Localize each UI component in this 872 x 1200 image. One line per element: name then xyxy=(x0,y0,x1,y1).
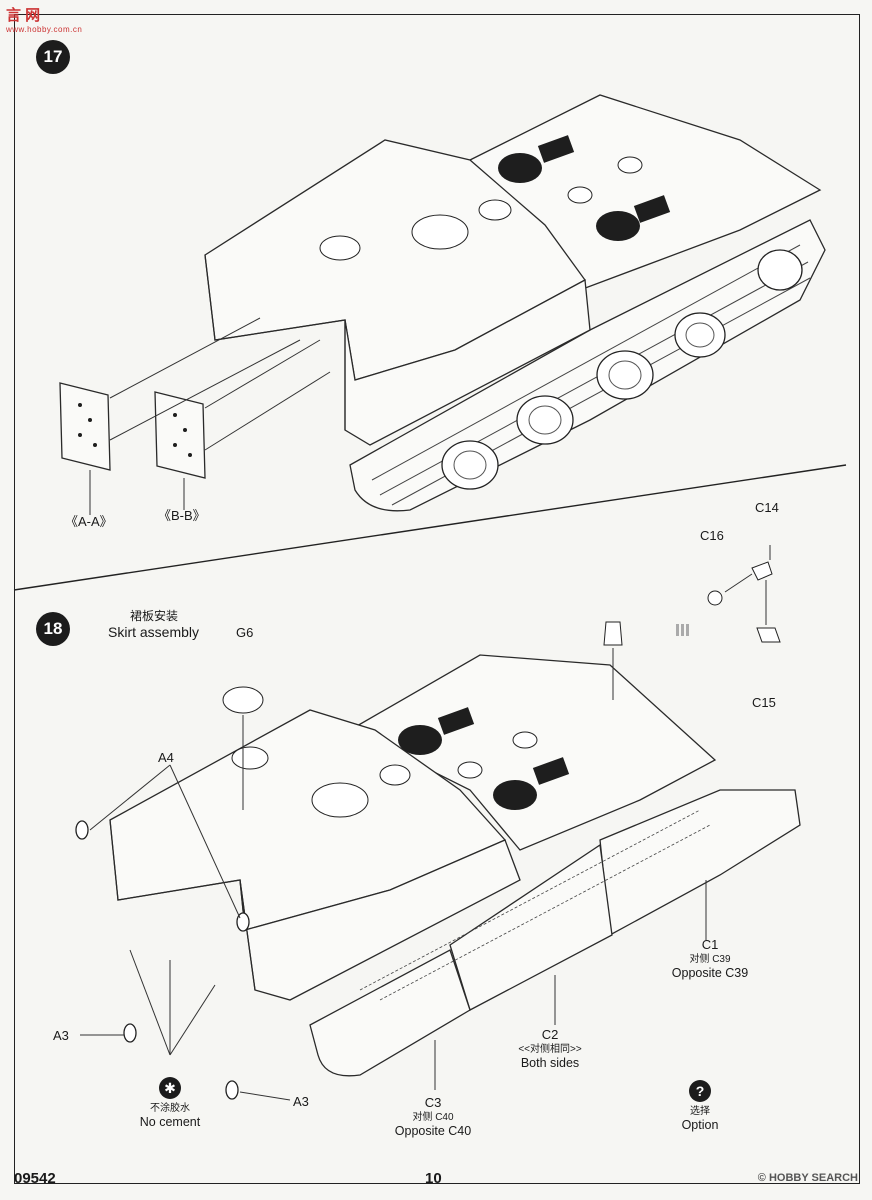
no-cement-cn: 不涂胶水 xyxy=(150,1103,190,1114)
label-c15: C15 xyxy=(752,695,776,710)
label-c16: C16 xyxy=(700,528,724,543)
option-note: ? 选择 Option xyxy=(660,1080,740,1133)
watermark-top: 言 网 www.hobby.com.cn xyxy=(6,7,83,34)
step-18-badge: 18 xyxy=(36,612,70,646)
detail-c14-c15-c16 xyxy=(603,545,781,700)
step-17-badge: 17 xyxy=(36,40,70,74)
step-divider xyxy=(13,464,847,591)
step18-title-en: Skirt assembly xyxy=(108,624,200,640)
label-c3: C3 xyxy=(424,1095,442,1110)
no-cement-note: ✱ 不涂胶水 No cement xyxy=(125,1077,215,1130)
skirt-c3 xyxy=(309,949,471,1077)
page-number: 10 xyxy=(425,1170,442,1187)
step18-hatches xyxy=(231,707,570,818)
label-c2-group: C2 <<对侧相同>> Both sides xyxy=(500,1027,600,1071)
step17-tank-drawing xyxy=(59,94,826,515)
page-frame xyxy=(14,14,860,1184)
step17-assembly-arrows xyxy=(109,317,331,451)
step18-tank-drawing xyxy=(75,545,801,1101)
label-g6: G6 xyxy=(236,625,254,640)
label-bb: 《B-B》 xyxy=(158,508,206,523)
label-c1-cn: 对侧 C39 xyxy=(689,954,731,965)
label-c1: C1 xyxy=(701,937,719,952)
part-g6-drawing xyxy=(222,686,264,714)
label-c2-cn: <<对侧相同>> xyxy=(518,1044,582,1055)
label-c1-en: Opposite C39 xyxy=(671,966,749,980)
kit-number: 09542 xyxy=(14,1170,56,1187)
label-c2: C2 xyxy=(541,1027,559,1042)
no-cement-icon: ✱ xyxy=(159,1077,181,1099)
step18-title-cn: 裙板安装 xyxy=(130,609,179,623)
label-c3-group: C3 对侧 C40 Opposite C40 xyxy=(383,1095,483,1139)
step18-engine-deck xyxy=(348,654,717,851)
label-c3-en: Opposite C40 xyxy=(394,1124,472,1138)
step17-plate-aa xyxy=(59,382,111,471)
label-a3-left: A3 xyxy=(53,1028,69,1043)
option-en: Option xyxy=(681,1118,719,1132)
skirt-c1 xyxy=(599,789,801,937)
step17-hatches xyxy=(319,135,671,261)
label-c3-cn: 对侧 C40 xyxy=(412,1112,454,1123)
label-c1-group: C1 对侧 C39 Opposite C39 xyxy=(660,937,760,981)
watermark-bottom: © HOBBY SEARCH xyxy=(757,1172,858,1184)
label-a3-right: A3 xyxy=(293,1094,309,1109)
option-icon: ? xyxy=(689,1080,711,1102)
step17-plate-bb xyxy=(154,391,206,479)
label-aa: 《A-A》 xyxy=(65,514,113,529)
step17-track xyxy=(349,219,826,512)
no-cement-en: No cement xyxy=(139,1115,201,1129)
label-c2-en: Both sides xyxy=(520,1056,580,1070)
step17-road-wheels xyxy=(441,249,803,490)
option-cn: 选择 xyxy=(690,1106,710,1117)
label-a4: A4 xyxy=(158,750,174,765)
label-c14: C14 xyxy=(755,500,779,515)
